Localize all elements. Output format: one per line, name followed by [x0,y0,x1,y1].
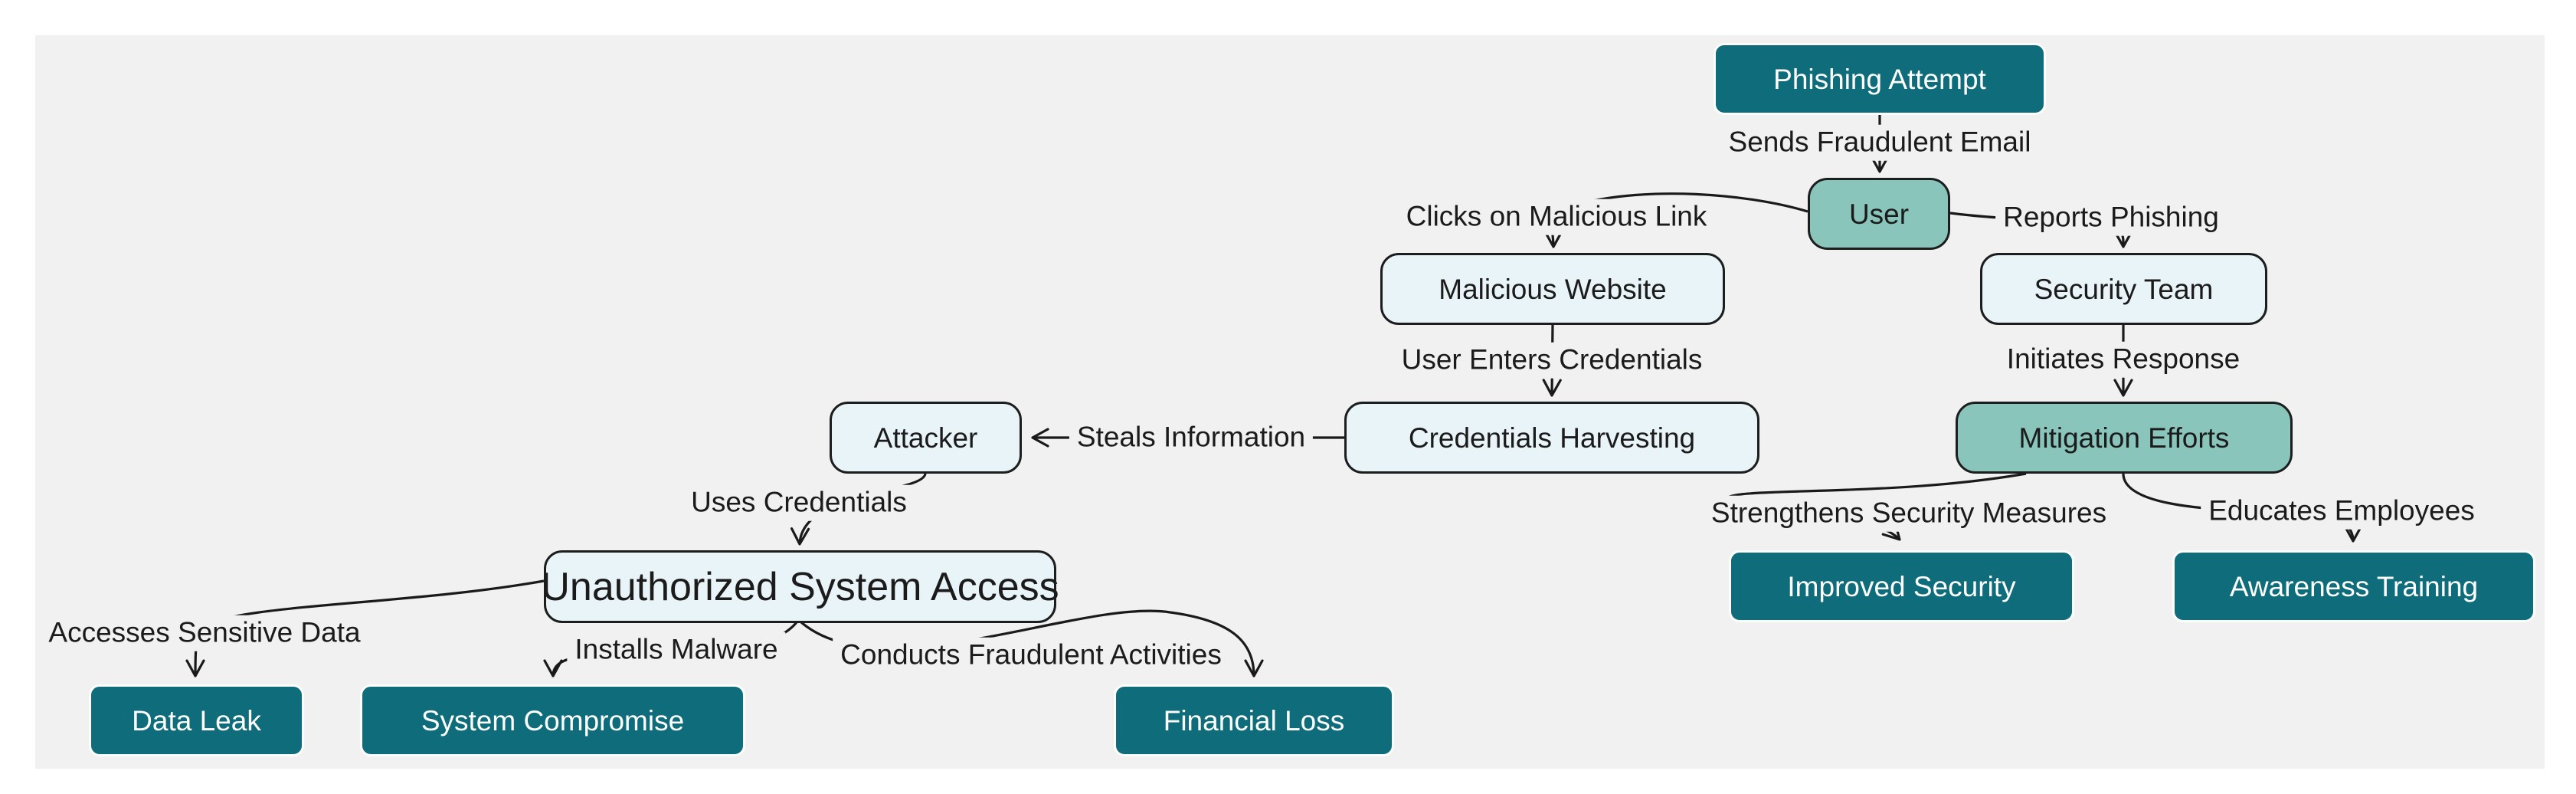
node-label: Financial Loss [1163,704,1345,737]
node-awareness-training: Awareness Training [2172,550,2535,622]
edge-label: Accesses Sensitive Data [41,615,368,651]
node-label: Phishing Attempt [1773,63,1986,95]
edge-label: Installs Malware [567,632,786,668]
node-improved-security: Improved Security [1729,550,2074,622]
node-user: User [1808,178,1950,250]
edge-label: Steals Information [1069,419,1314,456]
node-financial-loss: Financial Loss [1114,684,1394,756]
node-malicious-website: Malicious Website [1380,253,1725,325]
node-label: Improved Security [1787,570,2016,602]
edge-label: Sends Fraudulent Email [1720,124,2039,161]
node-security-team: Security Team [1980,253,2267,325]
node-label: Attacker [873,422,978,454]
edge-label: Initiates Response [1998,341,2248,378]
node-label: Credentials Harvesting [1408,422,1696,454]
edge-label: Strengthens Security Measures [1703,495,2115,532]
edge-label: User Enters Credentials [1393,342,1710,379]
node-data-leak: Data Leak [89,684,304,756]
node-label: Security Team [2034,273,2214,305]
node-credentials-harvesting: Credentials Harvesting [1344,402,1759,474]
node-unauthorized-system-access: Unauthorized System Access [541,550,1059,623]
edge-label: Uses Credentials [683,484,915,521]
edge-label: Conducts Fraudulent Activities [833,637,1229,674]
node-phishing-attempt: Phishing Attempt [1714,43,2046,115]
node-label: Mitigation Efforts [2018,422,2230,454]
node-label: User [1848,198,1910,230]
node-label: Unauthorized System Access [541,564,1059,609]
edge-label: Educates Employees [2201,493,2483,530]
node-label: Malicious Website [1439,273,1667,305]
node-system-compromise: System Compromise [360,684,745,756]
edge-label: Clicks on Malicious Link [1398,198,1715,235]
node-label: Awareness Training [2229,570,2479,602]
edge-label: Reports Phishing [1995,199,2227,236]
node-label: System Compromise [421,704,685,737]
node-mitigation-efforts: Mitigation Efforts [1956,402,2293,474]
node-label: Data Leak [132,704,261,737]
node-attacker: Attacker [830,402,1022,474]
